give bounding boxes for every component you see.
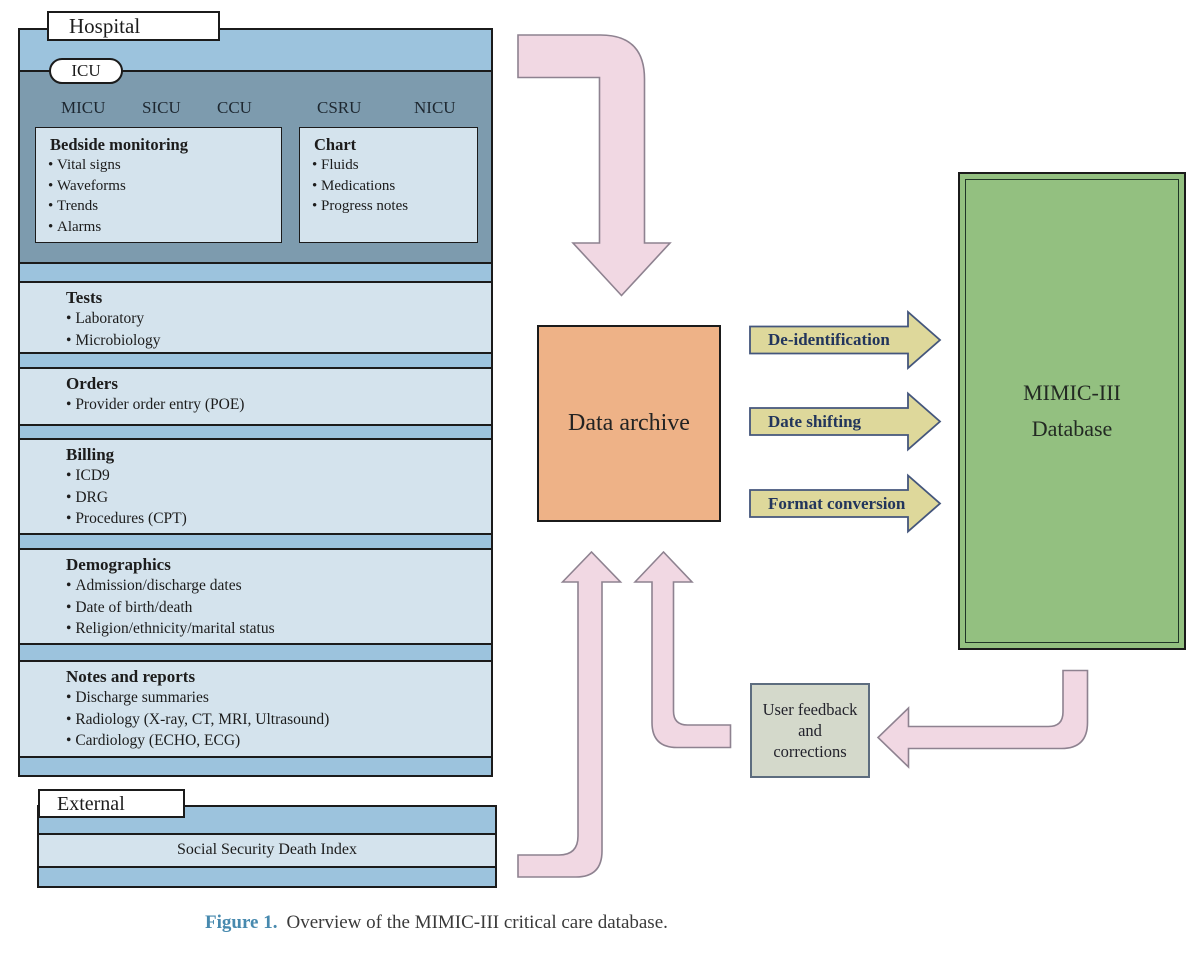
deidentification-label: De-identification: [768, 330, 890, 349]
figure-caption-text: Overview of the MIMIC-III critical care …: [286, 912, 668, 933]
section-item: Cardiology (ECHO, ECG): [66, 730, 483, 752]
section-item: Admission/discharge dates: [66, 575, 483, 597]
unit-label-sicu: SICU: [142, 97, 181, 117]
section-item: Laboratory: [66, 308, 483, 330]
figure-caption: Figure 1. Overview of the MIMIC-III criti…: [205, 912, 668, 934]
section-item: Provider order entry (POE): [66, 394, 483, 416]
card-title: Bedside monitoring: [50, 134, 188, 154]
data-archive-box: Data archive: [537, 325, 721, 522]
section-title: Demographics: [66, 554, 171, 574]
unit-label-csru: CSRU: [317, 97, 362, 117]
unit-label-ccu: CCU: [217, 97, 252, 117]
icu-label: ICU: [49, 58, 123, 84]
data-archive-label: Data archive: [568, 410, 690, 436]
section-billing: Billing ICD9 DRG Procedures (CPT): [20, 437, 491, 535]
section-tests: Tests Laboratory Microbiology: [20, 280, 491, 354]
card-item: Fluids: [312, 155, 469, 176]
hospital-box: MICU SICU CCU CSRU NICU Bedside monitori…: [18, 28, 493, 777]
icu-panel: MICU SICU CCU CSRU NICU Bedside monitori…: [20, 69, 491, 264]
card-title: Chart: [314, 134, 357, 154]
external-box: Social Security Death Index: [37, 805, 497, 888]
unit-label-nicu: NICU: [414, 97, 456, 117]
chart-card: Chart Fluids Medications Progress notes: [299, 126, 478, 243]
section-item: Religion/ethnicity/marital status: [66, 618, 483, 640]
hospital-to-archive-arrow: [517, 34, 672, 297]
user-feedback-box: User feedback and corrections: [750, 683, 870, 778]
card-item: Progress notes: [312, 196, 469, 217]
mimic-database-line2: Database: [1031, 416, 1113, 441]
unit-label-micu: MICU: [61, 97, 106, 117]
card-item: Alarms: [48, 217, 273, 238]
date-shifting-label: Date shifting: [768, 411, 862, 431]
external-label: External: [38, 789, 185, 818]
section-notes-reports: Notes and reports Discharge summaries Ra…: [20, 659, 491, 758]
section-item: Radiology (X-ray, CT, MRI, Ultrasound): [66, 709, 483, 731]
format-conversion-arrow: [749, 473, 942, 534]
section-title: Orders: [66, 373, 118, 393]
section-title: Notes and reports: [66, 666, 196, 686]
card-item: Vital signs: [48, 155, 273, 176]
feedback-line: User feedback: [762, 700, 858, 719]
section-item: Procedures (CPT): [66, 508, 483, 530]
external-to-archive-arrow: [517, 550, 623, 878]
deidentification-arrow: [749, 310, 942, 370]
section-item: Date of birth/death: [66, 597, 483, 619]
ssdi-strip: Social Security Death Index: [39, 832, 495, 868]
card-item: Waveforms: [48, 176, 273, 197]
section-item: Discharge summaries: [66, 687, 483, 709]
format-conversion-label: Format conversion: [768, 493, 906, 513]
section-item: ICD9: [66, 465, 483, 487]
mimic-database-box: MIMIC-III Database: [958, 172, 1186, 650]
hospital-label: Hospital: [47, 11, 220, 41]
feedback-to-archive-arrow: [633, 550, 732, 749]
figure-number: Figure 1.: [205, 912, 278, 933]
ssdi-label: Social Security Death Index: [177, 841, 357, 858]
feedback-line: and: [798, 721, 822, 740]
mimic-database-line1: MIMIC-III: [1023, 380, 1121, 405]
database-to-feedback-arrow: [876, 669, 1089, 769]
mimic-database-inner: MIMIC-III Database: [965, 179, 1179, 643]
section-item: DRG: [66, 487, 483, 509]
section-title: Billing: [66, 444, 115, 464]
section-orders: Orders Provider order entry (POE): [20, 366, 491, 426]
card-item: Medications: [312, 176, 469, 197]
section-item: Microbiology: [66, 330, 483, 352]
card-item: Trends: [48, 196, 273, 217]
section-demographics: Demographics Admission/discharge dates D…: [20, 547, 491, 645]
bedside-monitoring-card: Bedside monitoring Vital signs Waveforms…: [35, 126, 282, 243]
date-shifting-arrow: [749, 391, 942, 452]
feedback-line: corrections: [773, 742, 847, 761]
section-title: Tests: [66, 287, 103, 307]
